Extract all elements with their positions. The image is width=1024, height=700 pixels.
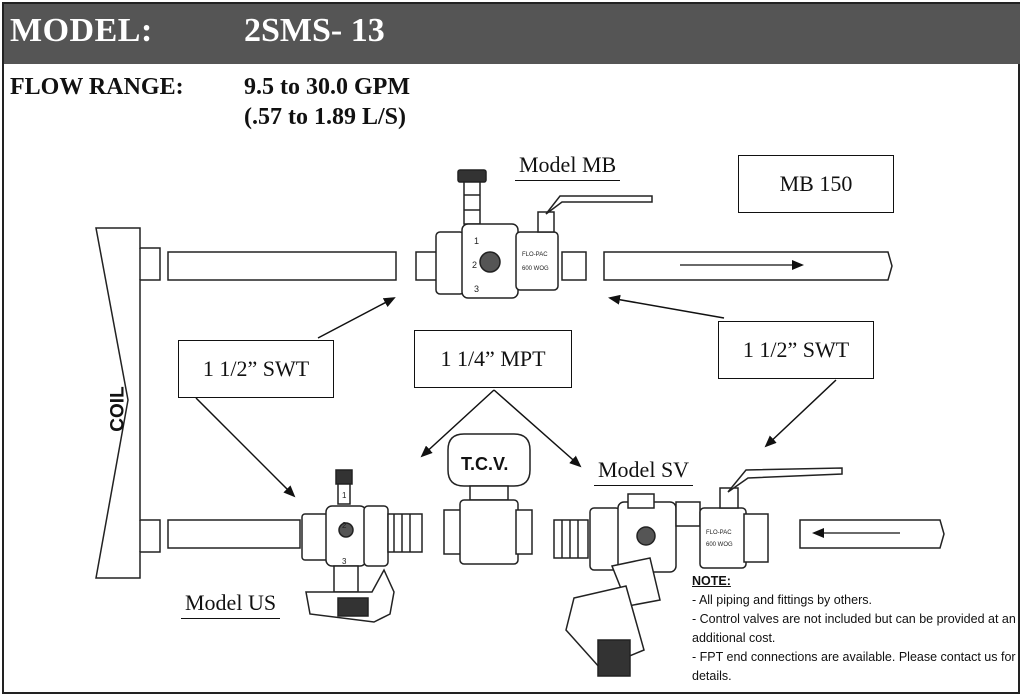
- note-line: - All piping and fittings by others.: [692, 593, 872, 607]
- model-mb-label: Model MB: [515, 152, 621, 181]
- note-line: - Control valves are not included but ca…: [692, 612, 1016, 645]
- tcv-label: T.C.V.: [461, 454, 509, 474]
- bottom-pipes: [167, 519, 945, 549]
- note-title: NOTE:: [692, 574, 731, 588]
- flow-range-label: FLOW RANGE:: [10, 74, 184, 100]
- svg-text:1: 1: [342, 491, 347, 500]
- svg-text:1: 1: [474, 236, 479, 246]
- model-us-valve-icon: 1 2 3: [301, 469, 423, 623]
- svg-text:2: 2: [472, 260, 477, 270]
- mb-150-box: MB 150: [738, 155, 894, 213]
- model-sv-valve-icon: FLO-PAC 600 WOG: [553, 467, 843, 677]
- svg-text:3: 3: [342, 557, 347, 566]
- flow-range-lps: (.57 to 1.89 L/S): [244, 104, 406, 130]
- mpt-center-box: 1 1/4” MPT: [414, 330, 572, 388]
- note-line: - FPT end connections are available. Ple…: [692, 650, 1016, 683]
- tcv-shape: [443, 433, 533, 565]
- svg-text:3: 3: [474, 284, 479, 294]
- model-label: MODEL:: [10, 12, 153, 49]
- swt-left-box: 1 1/2” SWT: [178, 340, 334, 398]
- svg-text:600 WOG: 600 WOG: [706, 542, 733, 548]
- model-mb-valve-icon: FLO-PAC 600 WOG 1 2 3: [435, 169, 653, 299]
- flow-range-gpm: 9.5 to 30.0 GPM: [244, 74, 410, 100]
- callout-arrows: [195, 294, 837, 498]
- swt-right-box: 1 1/2” SWT: [718, 321, 874, 379]
- note-block: NOTE: - All piping and fittings by other…: [692, 572, 1017, 686]
- svg-text:2: 2: [342, 521, 347, 530]
- svg-text:FLO-PAC: FLO-PAC: [522, 252, 548, 258]
- model-us-label: Model US: [181, 590, 281, 619]
- model-sv-label: Model SV: [594, 457, 694, 486]
- coil-label: COIL: [107, 386, 129, 432]
- svg-text:600 WOG: 600 WOG: [522, 266, 549, 272]
- header-bar: MODEL: 2SMS- 13: [4, 4, 1020, 64]
- svg-text:FLO-PAC: FLO-PAC: [706, 530, 732, 536]
- coil-shape: [95, 227, 161, 579]
- top-pipes: [167, 251, 893, 281]
- model-value: 2SMS- 13: [244, 12, 385, 49]
